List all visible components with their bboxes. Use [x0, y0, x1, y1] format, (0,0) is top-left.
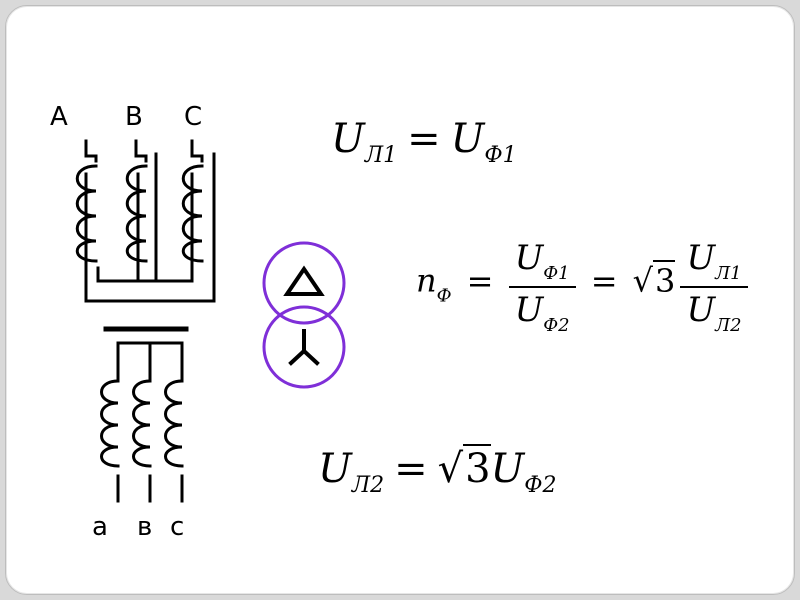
primary-winding-a: [75, 139, 100, 303]
transformer-diagram: [75, 139, 346, 503]
f3-lhs-sub: Л2: [351, 473, 385, 498]
f2-num2: U: [686, 238, 716, 278]
f2-den1: U: [514, 290, 544, 330]
secondary-label-a: а: [92, 512, 108, 542]
delta-circle: [262, 241, 346, 325]
f1-eq: =: [407, 116, 441, 162]
f2-eq1: =: [466, 261, 494, 300]
secondary-windings: [100, 379, 184, 503]
f2-sqrt: √3: [632, 259, 676, 300]
f3-rhs: U: [490, 446, 525, 492]
delta-connection: [84, 266, 216, 303]
f3-sqrt: √3: [437, 444, 491, 492]
primary-label-c: C: [184, 102, 203, 132]
primary-winding-c: [181, 139, 216, 303]
f2-num2-sub: Л1: [715, 263, 742, 284]
formula-line-voltage-secondary: UЛ2=√3UФ2: [318, 444, 557, 498]
f2-den1-sub: Ф2: [543, 315, 570, 336]
f2-fraction-line: UЛ1 UЛ2: [680, 238, 748, 336]
primary-label-b: B: [125, 102, 143, 132]
f3-eq: =: [394, 446, 428, 492]
f2-fraction-phase: UФ1 UФ2: [508, 238, 576, 336]
secondary-label-b: в: [137, 512, 153, 542]
f3-lhs: U: [318, 446, 352, 492]
f2-lhs-sub: Ф: [436, 285, 452, 307]
star-icon: [288, 329, 320, 366]
connection-symbol-group: [262, 241, 346, 389]
secondary-label-c: с: [170, 512, 185, 542]
f1-rhs-sub: Ф1: [484, 143, 517, 168]
star-neutral: [116, 341, 184, 383]
f2-num1: U: [514, 238, 544, 278]
formula-ratio: nФ = UФ1 UФ2 = √3 UЛ1 UЛ2: [416, 238, 748, 336]
formula-line-voltage-primary: UЛ1=UФ1: [331, 116, 517, 168]
slide: A B C а в с UЛ1=UФ1 nФ = UФ1 UФ2 = √3 UЛ…: [5, 5, 795, 595]
f1-lhs-sub: Л1: [364, 143, 398, 168]
delta-icon: [283, 265, 325, 296]
primary-winding-b: [125, 139, 158, 283]
f3-rhs-sub: Ф2: [524, 473, 557, 498]
primary-label-a: A: [50, 102, 68, 132]
f2-den2-sub: Л2: [715, 315, 742, 336]
star-circle: [262, 305, 346, 389]
f2-den2: U: [686, 290, 716, 330]
f1-lhs: U: [331, 116, 365, 162]
f1-rhs: U: [450, 116, 485, 162]
f2-lhs: n: [416, 261, 437, 300]
f2-eq2: =: [590, 261, 618, 300]
f2-num1-sub: Ф1: [543, 263, 570, 284]
